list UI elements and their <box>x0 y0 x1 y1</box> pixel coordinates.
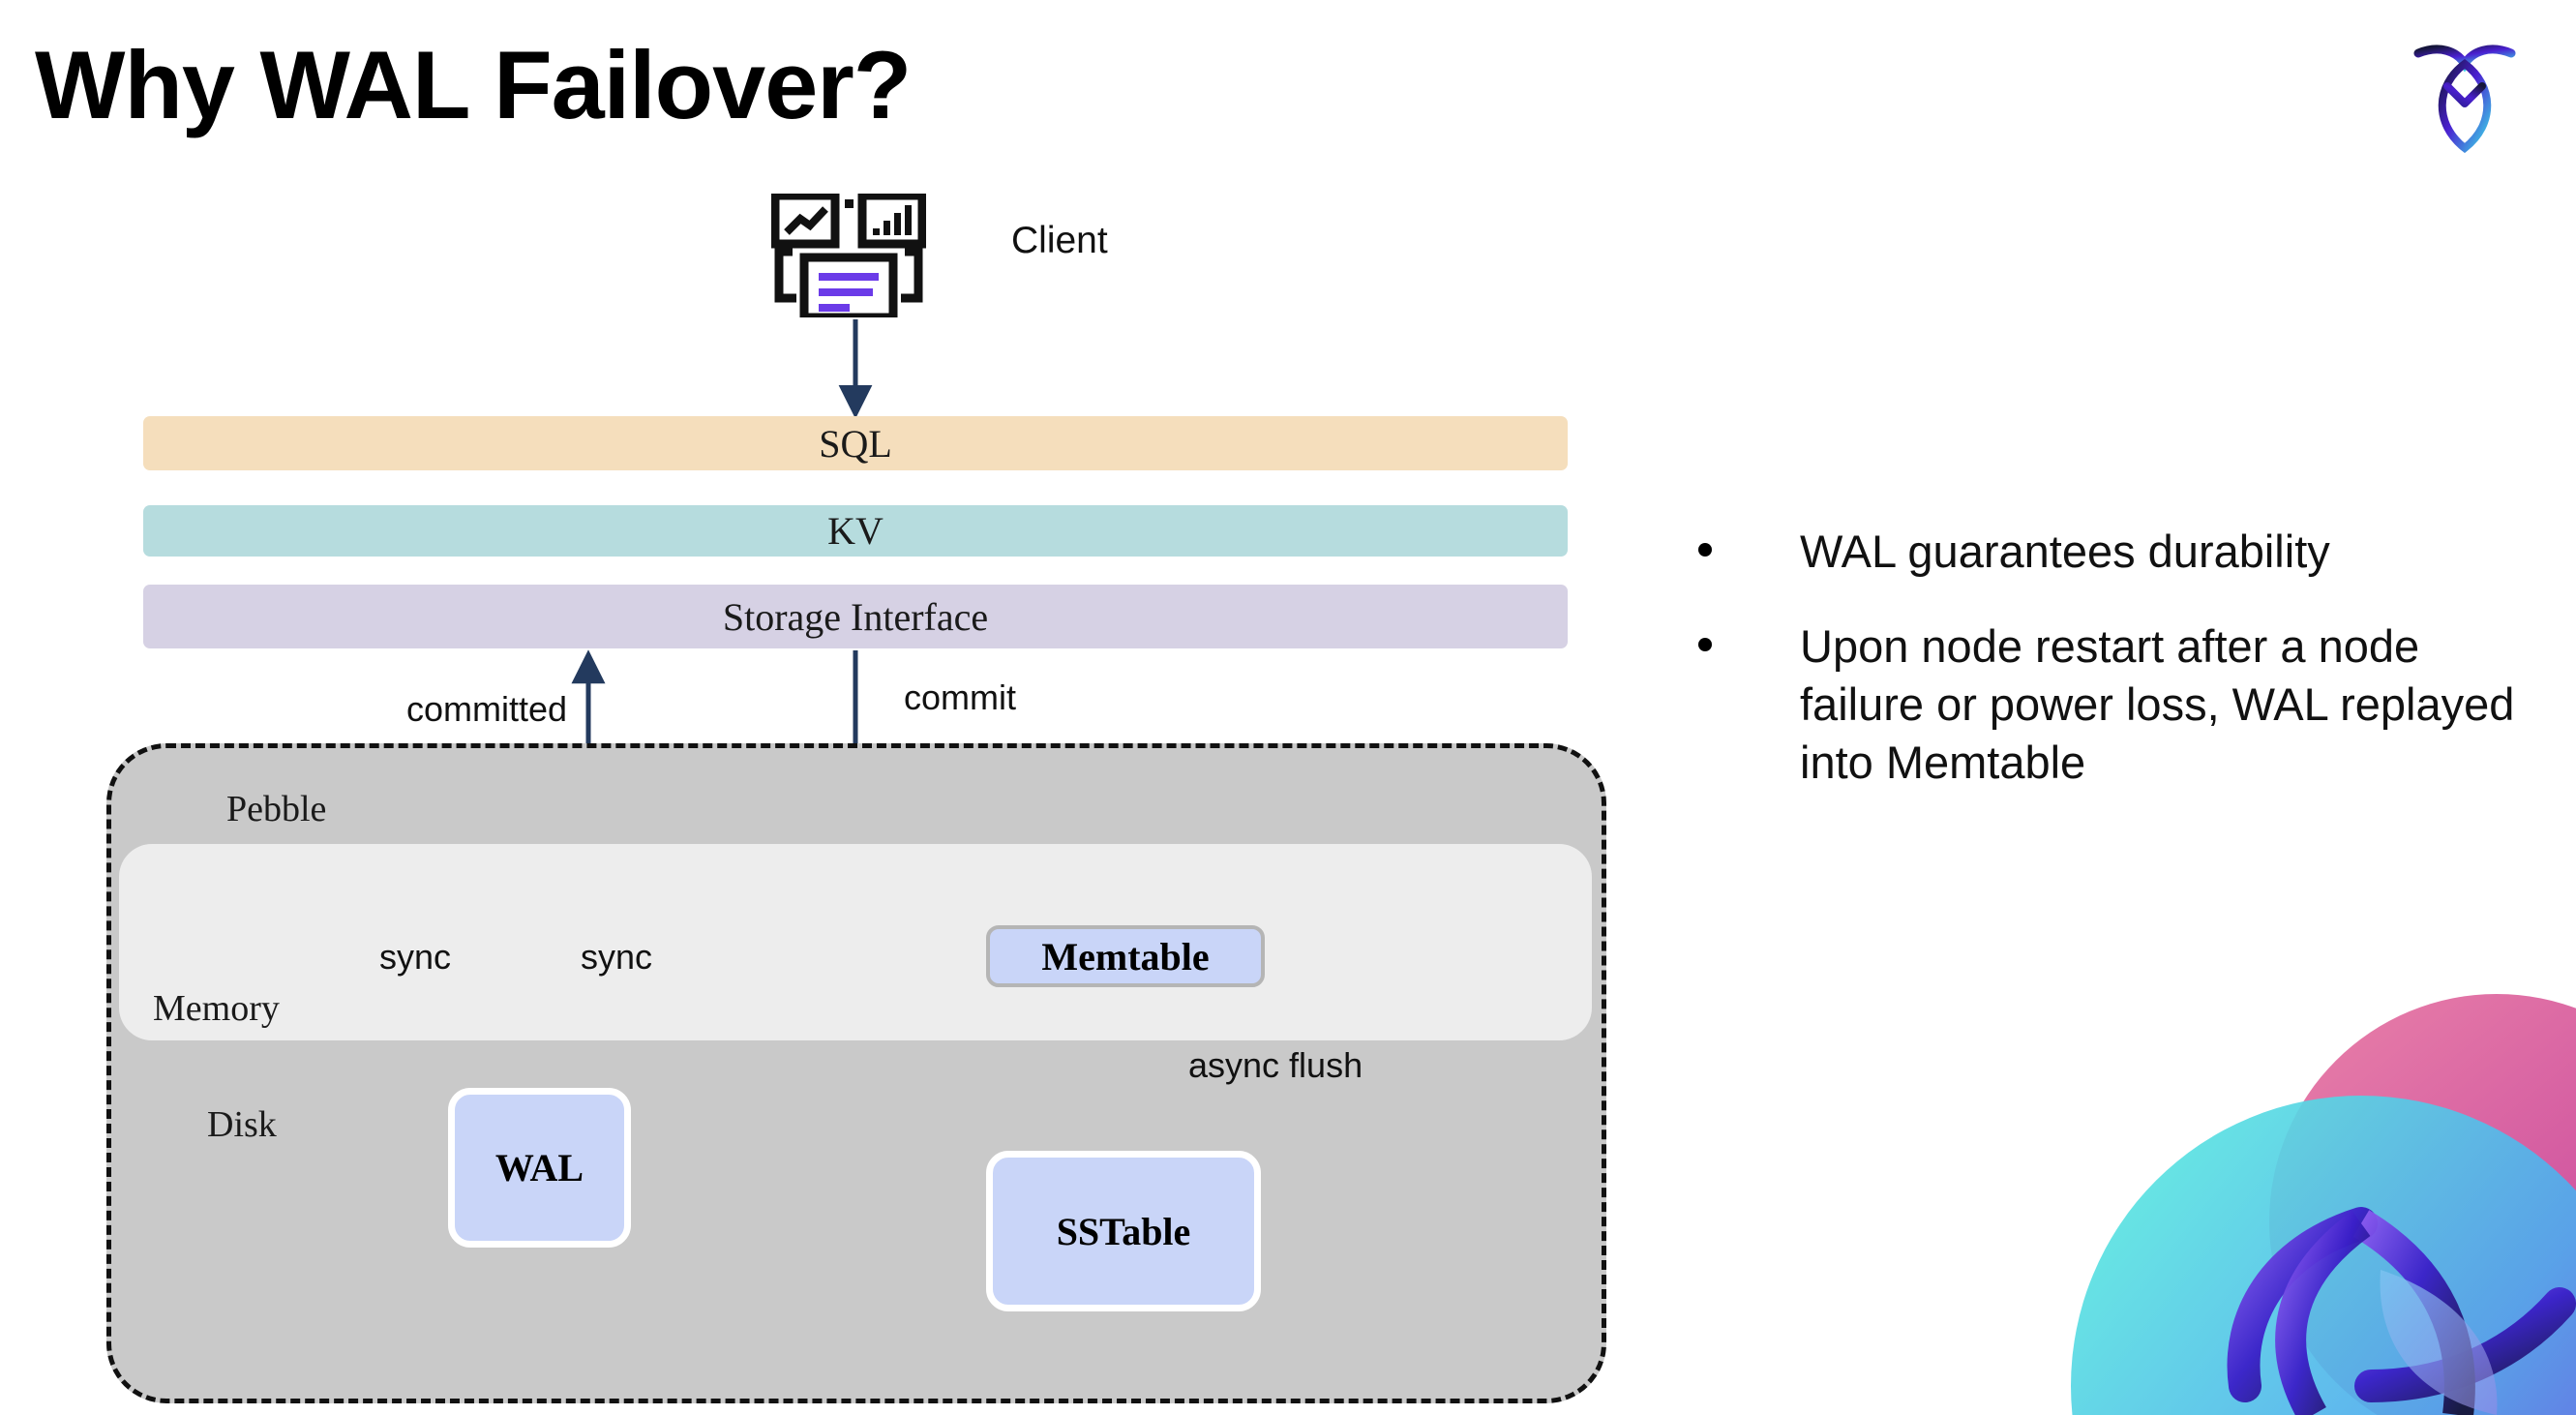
list-item: WAL guarantees durability <box>1698 523 2531 581</box>
edge-label-sync-commit: sync <box>581 937 653 977</box>
architecture-diagram: Client SQL KV Storage Interface Pebble M… <box>106 191 1606 1403</box>
node-sstable: SSTable <box>986 1151 1261 1311</box>
node-memtable: Memtable <box>986 925 1265 987</box>
layer-sql: SQL <box>143 416 1568 470</box>
edge-label-async-flush: async flush <box>1188 1045 1363 1085</box>
bullet-dot-icon <box>1698 638 1712 652</box>
pebble-label: Pebble <box>226 789 327 829</box>
edge-label-committed: committed <box>406 689 568 729</box>
bullet-text: WAL guarantees durability <box>1800 526 2330 577</box>
edge-label-sync-committed: sync <box>379 937 452 977</box>
bullet-dot-icon <box>1698 543 1712 557</box>
layer-storage-interface: Storage Interface <box>143 585 1568 648</box>
bullet-text: Upon node restart after a node failure o… <box>1800 620 2515 789</box>
node-wal: WAL <box>448 1088 631 1248</box>
layer-kv: KV <box>143 505 1568 557</box>
page-title: Why WAL Failover? <box>35 31 912 138</box>
cockroachdb-logo <box>2407 32 2523 154</box>
bullet-list: WAL guarantees durability Upon node rest… <box>1698 523 2531 829</box>
pebble-container <box>106 743 1606 1403</box>
memory-zone <box>119 844 1592 1040</box>
memory-label: Memory <box>153 988 280 1029</box>
client-label: Client <box>1011 220 1108 261</box>
list-item: Upon node restart after a node failure o… <box>1698 617 2531 792</box>
client-dashboard-icon <box>770 191 927 322</box>
disk-label: Disk <box>207 1104 277 1145</box>
decorative-logo-graphic <box>1955 931 2576 1415</box>
edge-label-commit: commit <box>904 677 1016 717</box>
